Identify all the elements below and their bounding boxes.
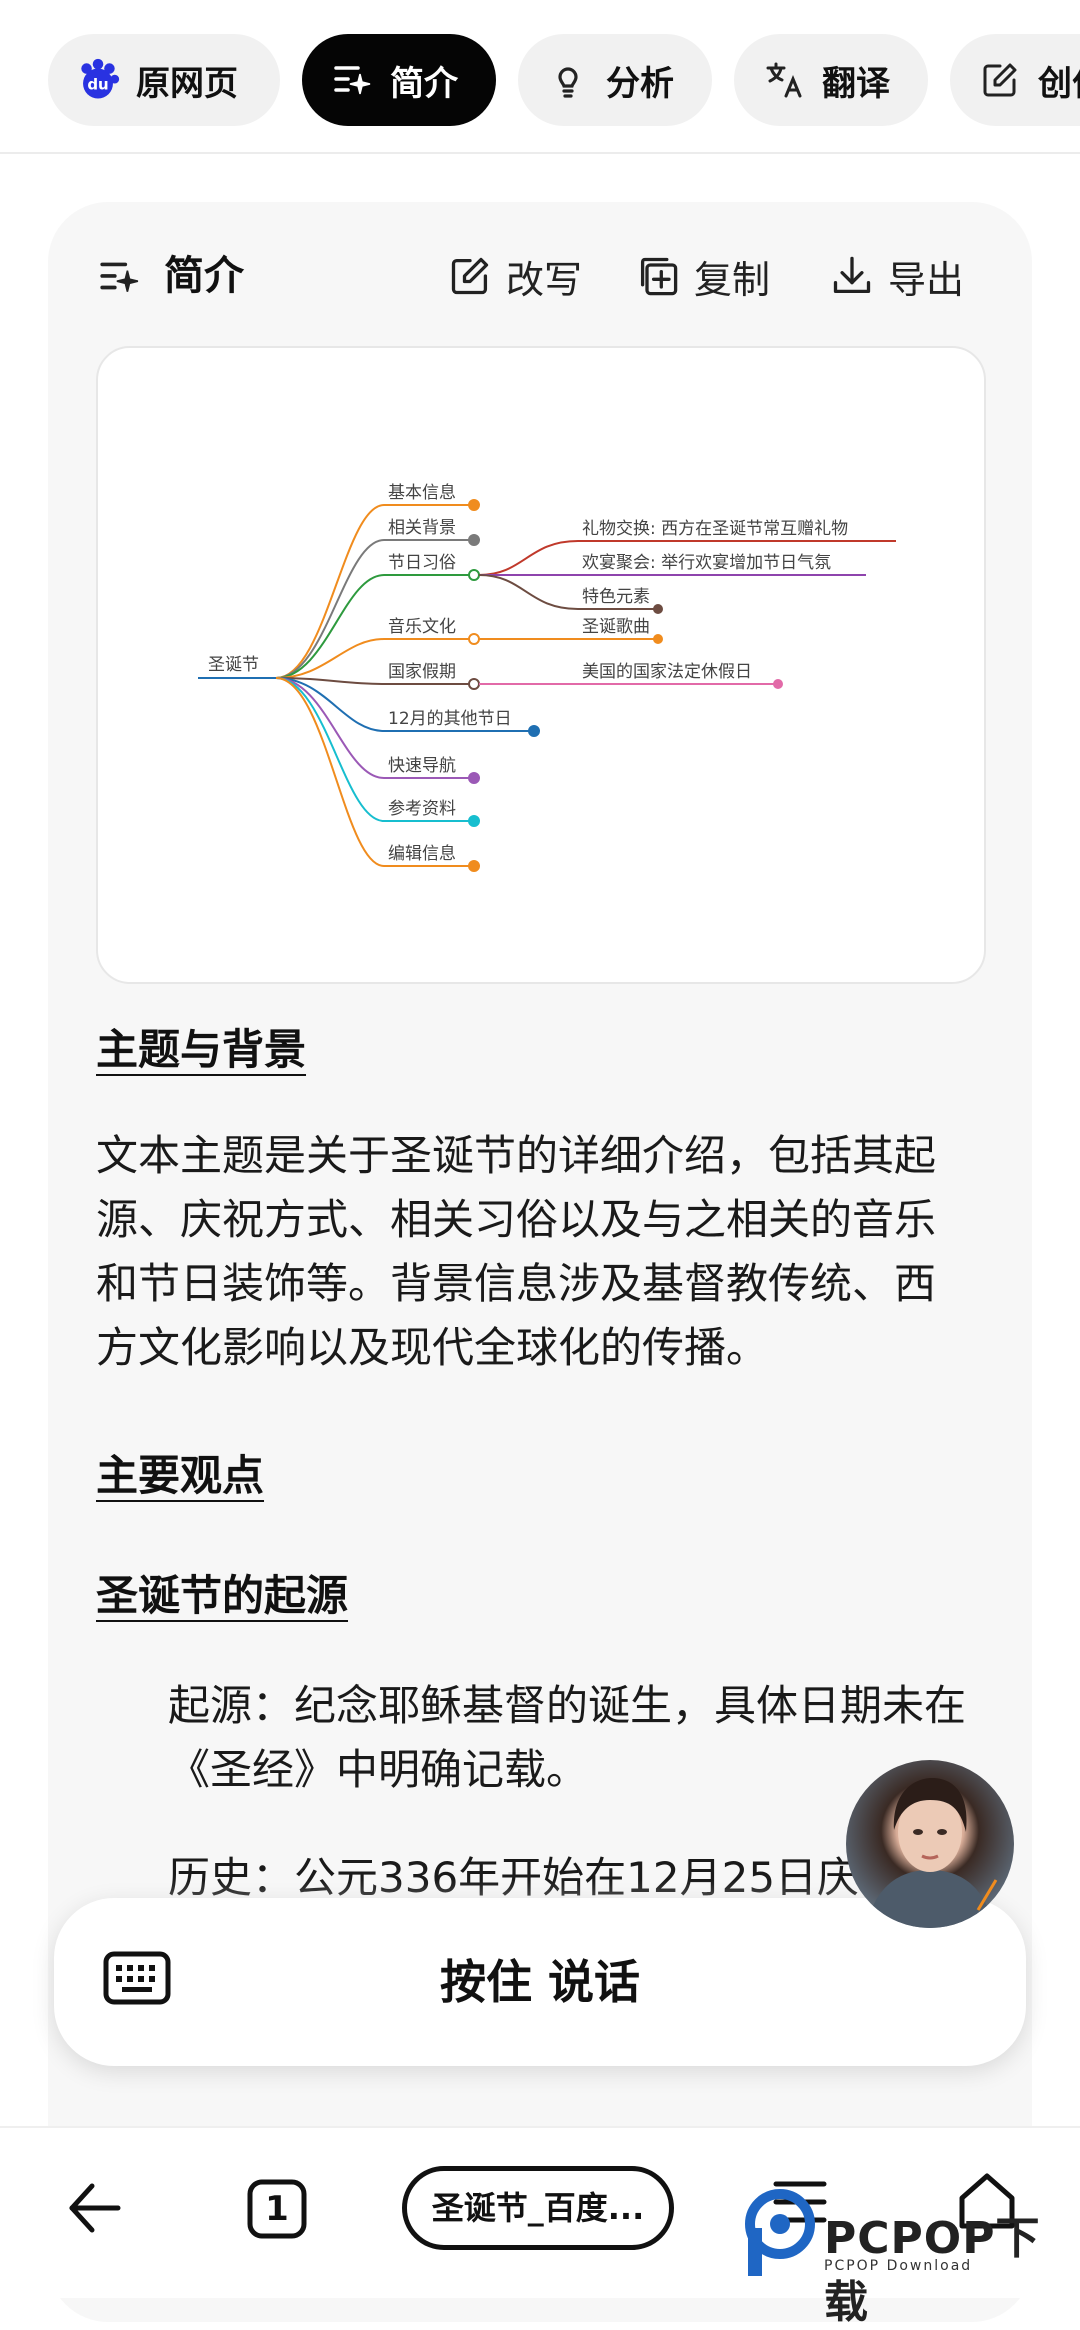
mindmap-branch-label: 国家假期 (388, 662, 456, 682)
bullet-origin: 起源：纪念耶稣基督的诞生，具体日期未在《圣经》中明确记载。 (168, 1681, 967, 1794)
page-title-pill[interactable]: 圣诞节_百度... (402, 2166, 674, 2250)
edit-icon (451, 257, 489, 295)
mindmap-branch-label: 参考资料 (388, 799, 456, 819)
bottom-nav-bar: 1 圣诞节_百度... (0, 2126, 1080, 2298)
mindmap-branch-line (275, 638, 474, 679)
home-icon[interactable] (954, 2168, 1020, 2234)
mindmap-node-dot (468, 499, 480, 511)
mindmap-child-dot (653, 634, 663, 644)
mindmap-node-dot (468, 678, 480, 690)
mindmap-branch-label: 相关背景 (388, 518, 456, 538)
mindmap-branch-line (275, 677, 474, 732)
mindmap-node-dot (468, 815, 480, 827)
tabs-count-button[interactable]: 1 (246, 2178, 308, 2240)
translate-icon (762, 58, 806, 102)
keyboard-icon[interactable] (102, 1948, 172, 2010)
card-header: 简介 改写 复制 导出 (48, 248, 988, 304)
export-label: 导出 (888, 257, 965, 302)
mindmap-branch-line (275, 677, 474, 685)
mindmap-node-dot (528, 725, 540, 737)
mindmap-node-dot (468, 772, 480, 784)
mindmap-branch-label: 节日习俗 (388, 553, 456, 573)
mindmap-branch-line (275, 677, 474, 867)
rewrite-label: 改写 (506, 257, 583, 302)
mindmap-node-dot (468, 534, 480, 546)
mindmap-branch-label: 音乐文化 (388, 617, 456, 637)
rewrite-button[interactable]: 改写 (448, 248, 582, 304)
watermark-sub: PCPOP Download (824, 2258, 973, 2274)
top-tab-bar: du 原网页 简介 分析 翻译 (0, 0, 1080, 152)
mindmap-branch-label: 基本信息 (388, 483, 456, 503)
mindmap-child-line (478, 574, 658, 610)
avatar-portrait (866, 1778, 998, 1928)
mindmap-child-label: 特色元素 (582, 587, 650, 607)
mindmap-child-label: 圣诞歌曲 (582, 617, 650, 637)
baidu-paw-icon: du (76, 58, 120, 102)
mindmap-branch-label: 快速导航 (388, 756, 456, 776)
hold-to-talk-button[interactable]: 按住 说话 (54, 1898, 1026, 2066)
watermark-logo (745, 2189, 815, 2276)
mindmap-node-dot (468, 633, 480, 645)
mindmap-branch-line (275, 504, 474, 679)
watermark: PCPOP下载 PCPOP Download (744, 2188, 1074, 2328)
mindmap-branch-label: 12月的其他节日 (388, 709, 512, 729)
assistant-avatar[interactable] (846, 1760, 1014, 1928)
tab-label: 原网页 (136, 63, 238, 104)
download-icon (833, 256, 871, 294)
mindmap-child-label: 欢宴聚会: 举行欢宴增加节日气氛 (582, 553, 831, 573)
mindmap-child-line (478, 540, 896, 576)
card-title: 简介 (164, 253, 244, 299)
lightbulb-icon (546, 58, 590, 102)
copy-button[interactable]: 复制 (636, 248, 770, 304)
mindmap-branch-line (275, 539, 474, 679)
back-arrow-icon[interactable] (64, 2178, 124, 2238)
summary-sparkle-icon (100, 262, 139, 292)
tabs-icon (247, 2179, 307, 2239)
mindmap-branch-label: 编辑信息 (388, 844, 456, 864)
svg-text:du: du (87, 76, 108, 94)
mindmap-root-label: 圣诞节 (208, 655, 259, 675)
copy-label: 复制 (694, 257, 771, 302)
tab-label: 简介 (390, 63, 458, 104)
heading-theme: 主题与背景 (96, 1025, 307, 1074)
paragraph-theme: 文本主题是关于圣诞节的详细介绍，包括其起源、庆祝方式、相关习俗以及与之相关的音乐… (96, 1131, 937, 1372)
mindmap-child-label: 美国的国家法定休假日 (582, 662, 752, 682)
tab-label: 创作 (1038, 63, 1080, 104)
tab-analysis[interactable]: 分析 (518, 34, 712, 126)
copy-icon (640, 257, 678, 296)
mindmap-child-dot (773, 679, 783, 689)
mindmap-node-dot (468, 860, 480, 872)
tab-create[interactable]: 创作 (950, 34, 1080, 126)
mindmap-node-dot (468, 569, 480, 581)
edit-icon (978, 58, 1022, 102)
tab-translate[interactable]: 翻译 (734, 34, 928, 126)
mindmap-child-label: 礼物交换: 西方在圣诞节常互赠礼物 (582, 519, 848, 539)
top-divider (0, 152, 1080, 154)
tab-label: 翻译 (822, 63, 890, 104)
heading-main-points: 主要观点 (96, 1451, 265, 1500)
export-button[interactable]: 导出 (830, 248, 964, 304)
heading-origin: 圣诞节的起源 (96, 1571, 349, 1620)
tab-original-page[interactable]: du 原网页 (48, 34, 280, 126)
hold-to-talk-label: 按住 说话 (439, 1955, 640, 2009)
mindmap-image[interactable]: 圣诞节 基本信息相关背景节日习俗 礼物交换: 西方在圣诞节常互赠礼物欢宴聚会: 举行… (96, 346, 986, 984)
mindmap-child-dot (653, 604, 663, 614)
mindmap-branch-line (275, 677, 474, 822)
summary-sparkle-icon (330, 58, 374, 102)
tabs-count: 1 (265, 2189, 289, 2229)
tab-summary[interactable]: 简介 (302, 34, 496, 126)
watermark-brand: PCPOP下载 (824, 2213, 1041, 2328)
mindmap-branch-line (275, 677, 474, 779)
mindmap-branch-line (275, 574, 474, 679)
tab-label: 分析 (606, 63, 674, 104)
